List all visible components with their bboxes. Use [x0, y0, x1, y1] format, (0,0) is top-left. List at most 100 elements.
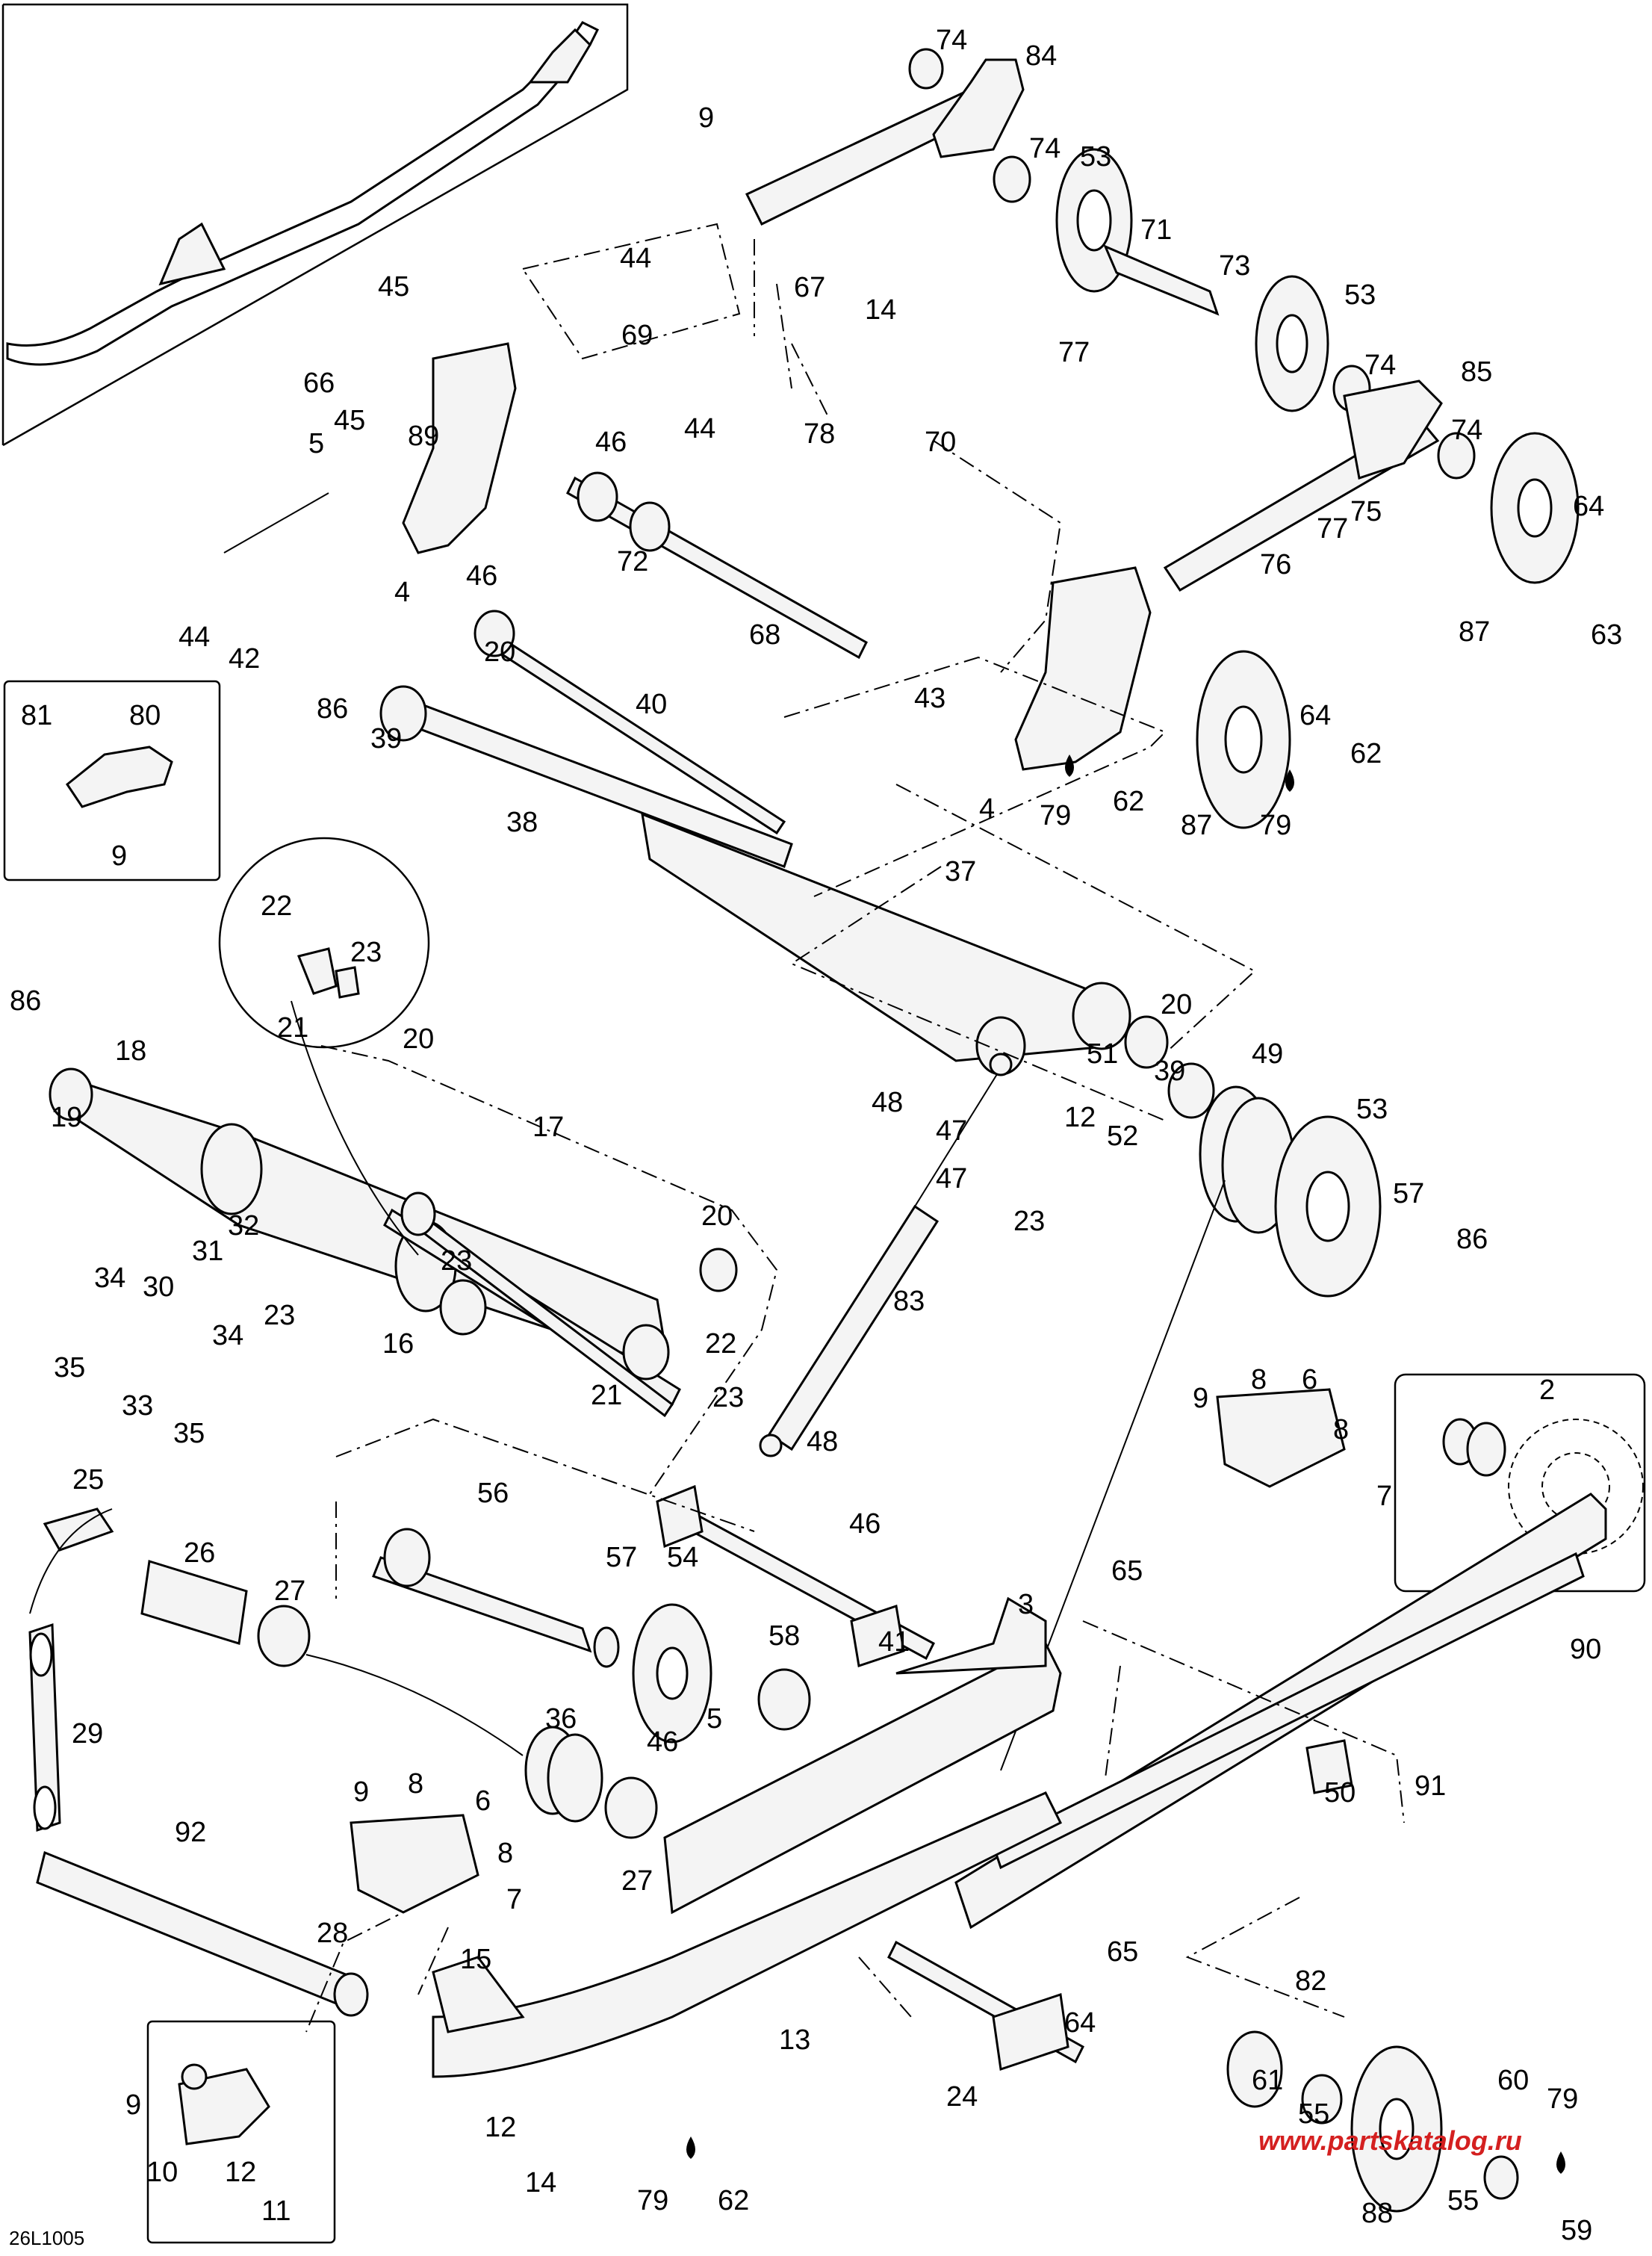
callout-78: 78: [804, 418, 835, 450]
callout-31: 31: [192, 1236, 223, 1267]
callout-86: 86: [10, 985, 41, 1017]
callout-6: 6: [1302, 1364, 1317, 1395]
callout-63: 63: [1591, 619, 1622, 651]
inset-circle-22: [218, 837, 430, 1049]
callout-20: 20: [403, 1023, 434, 1055]
callout-25: 25: [72, 1464, 104, 1496]
callout-85: 85: [1461, 356, 1492, 388]
callout-79: 79: [637, 2185, 668, 2216]
callout-39: 39: [1154, 1056, 1185, 1087]
callout-39: 39: [370, 723, 402, 754]
callout-84: 84: [1025, 40, 1057, 72]
callout-20: 20: [701, 1200, 733, 1232]
callout-79: 79: [1547, 2083, 1578, 2115]
callout-55: 55: [1447, 2185, 1479, 2216]
callout-69: 69: [621, 320, 653, 351]
callout-49: 49: [1252, 1038, 1283, 1070]
callout-43: 43: [914, 683, 945, 714]
callout-52: 52: [1107, 1121, 1138, 1152]
arm-92-28: [36, 1850, 360, 2012]
callout-14: 14: [865, 294, 896, 326]
slider-mount-6-right: [1216, 1388, 1346, 1488]
callout-64: 64: [1064, 2007, 1096, 2039]
callout-37: 37: [945, 856, 976, 887]
callout-74: 74: [936, 25, 967, 56]
callout-57: 57: [606, 1542, 637, 1573]
link-29: [28, 1623, 61, 1832]
callout-46: 46: [595, 427, 627, 458]
assembly-lines: [29, 223, 1405, 2033]
callout-7: 7: [506, 1884, 522, 1915]
callout-30: 30: [143, 1271, 174, 1303]
callout-88: 88: [1361, 2198, 1393, 2229]
callout-66: 66: [303, 368, 335, 399]
callout-45: 45: [378, 271, 409, 303]
callout-21: 21: [277, 1012, 308, 1044]
callout-36: 36: [545, 1703, 577, 1735]
drawing-code: 26L1005: [9, 2227, 84, 2249]
callout-13: 13: [779, 2024, 810, 2056]
callout-12: 12: [1064, 1102, 1096, 1133]
callout-29: 29: [72, 1718, 103, 1750]
callout-22: 22: [705, 1328, 736, 1360]
callout-67: 67: [794, 272, 825, 303]
callout-24: 24: [946, 2081, 978, 2113]
callout-26: 26: [184, 1537, 215, 1569]
callout-12: 12: [485, 2112, 516, 2143]
callout-21: 21: [591, 1380, 622, 1411]
callout-59: 59: [1561, 2215, 1592, 2246]
callout-2: 2: [1539, 1375, 1555, 1406]
inset-box-80: [3, 680, 221, 881]
callout-75: 75: [1350, 496, 1382, 527]
callout-60: 60: [1497, 2065, 1529, 2096]
callout-44: 44: [178, 622, 210, 653]
callout-46: 46: [466, 560, 497, 592]
callout-62: 62: [1113, 786, 1144, 817]
inset-rail-part-1: [1, 3, 629, 447]
bracket-80: [65, 746, 173, 808]
callout-68: 68: [749, 619, 780, 651]
callout-77: 77: [1058, 337, 1090, 368]
bushing-26: [140, 1560, 248, 1645]
bracket-4-right: [1014, 566, 1152, 771]
callout-9: 9: [698, 102, 714, 134]
callout-76: 76: [1260, 549, 1291, 580]
callout-45: 45: [334, 405, 365, 436]
callout-9: 9: [111, 840, 127, 872]
callout-64: 64: [1299, 700, 1331, 731]
callout-28: 28: [317, 1918, 348, 1949]
callout-65: 65: [1111, 1555, 1143, 1587]
callout-53: 53: [1344, 279, 1376, 311]
rod-56: [372, 1556, 592, 1653]
callout-32: 32: [228, 1210, 259, 1242]
callout-62: 62: [1350, 738, 1382, 769]
callout-41: 41: [878, 1626, 910, 1658]
callout-4: 4: [979, 793, 995, 825]
callout-42: 42: [229, 643, 260, 675]
callout-23: 23: [264, 1300, 295, 1331]
callout-34: 34: [212, 1320, 243, 1351]
bracket-4-left: [402, 342, 517, 554]
callout-74: 74: [1364, 350, 1396, 381]
callout-9: 9: [125, 2089, 141, 2121]
callout-35: 35: [54, 1352, 85, 1383]
callout-5: 5: [707, 1703, 722, 1735]
shaft-38: [387, 693, 793, 868]
callout-5: 5: [308, 428, 324, 459]
callout-17: 17: [532, 1112, 564, 1143]
callout-87: 87: [1459, 616, 1490, 648]
slider-mount-6-left: [350, 1814, 479, 1914]
callout-35: 35: [173, 1418, 205, 1449]
callout-86: 86: [317, 693, 348, 725]
callout-61: 61: [1252, 2065, 1283, 2096]
callout-34: 34: [94, 1262, 125, 1294]
callout-6: 6: [475, 1785, 491, 1817]
callout-87: 87: [1181, 810, 1212, 841]
callout-80: 80: [129, 700, 161, 731]
callout-12: 12: [225, 2157, 256, 2188]
callout-23: 23: [441, 1245, 472, 1277]
callout-57: 57: [1393, 1178, 1424, 1209]
callout-20: 20: [484, 636, 515, 668]
callout-81: 81: [21, 700, 52, 731]
